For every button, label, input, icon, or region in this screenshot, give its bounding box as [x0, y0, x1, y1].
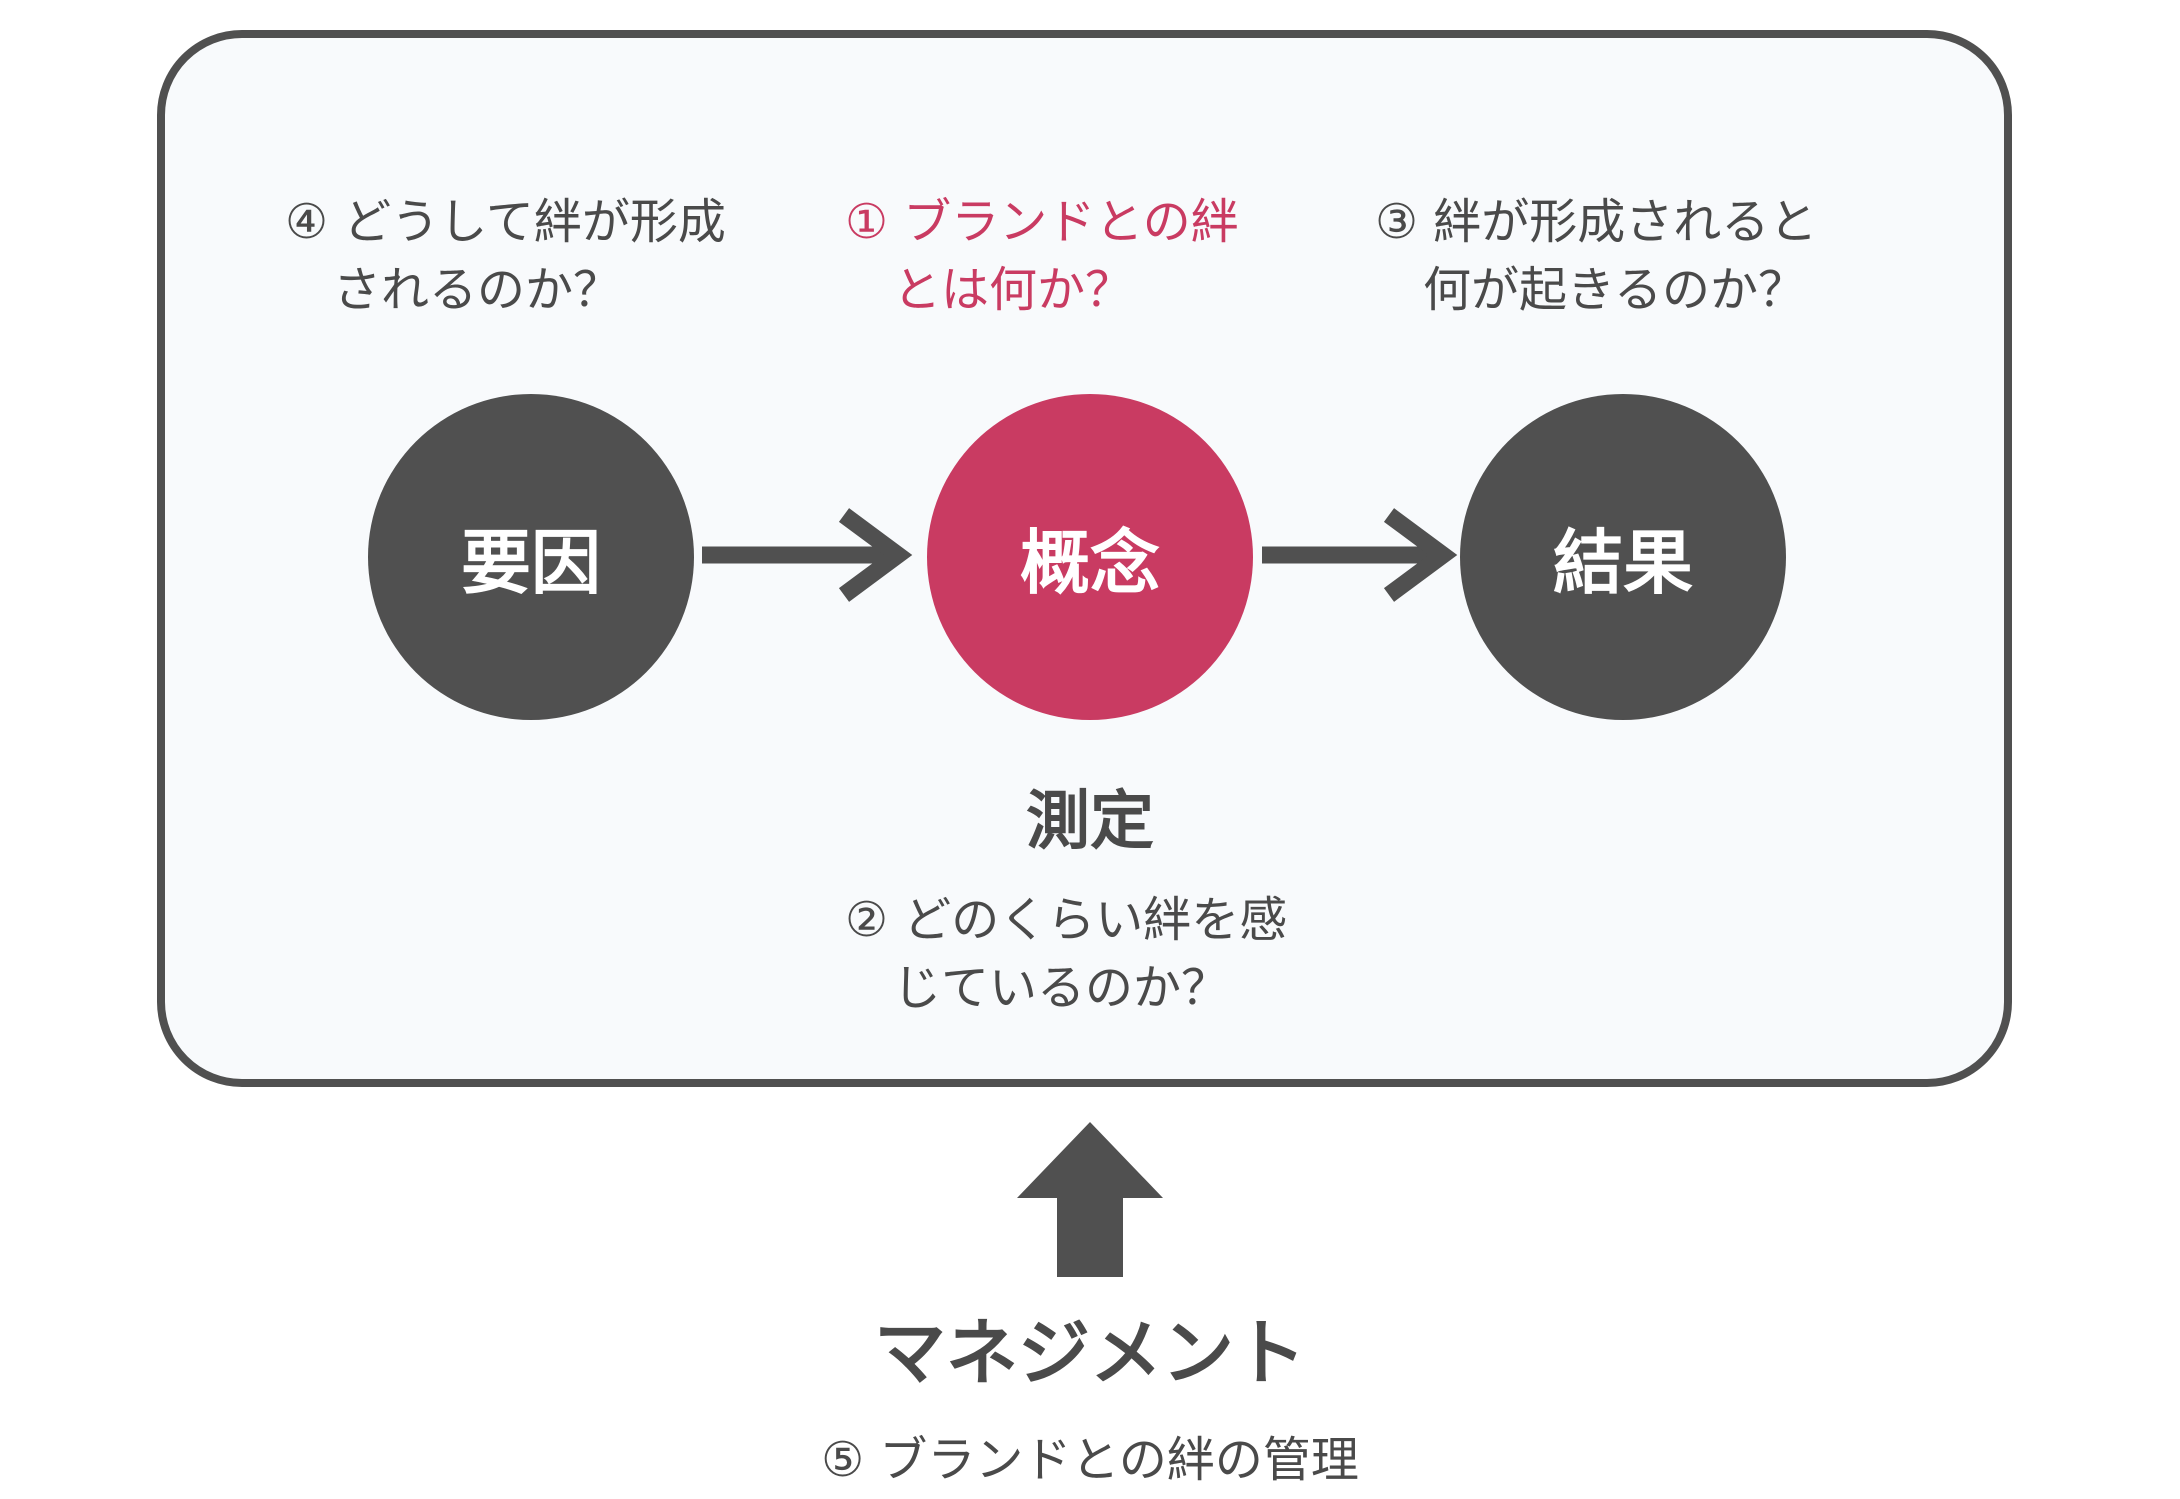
up-arrow-icon: [1017, 1122, 1163, 1277]
question-1: ① ブランドとの絆 とは何か？: [845, 194, 1239, 318]
question-2: ② どのくらい絆を感 じているのか？: [845, 892, 1288, 1016]
question-3: ③ 絆が形成されると 何が起きるのか？: [1375, 194, 1818, 318]
measurement-label: 測定: [1026, 785, 1154, 859]
node-result: 結果: [1460, 394, 1786, 720]
arrow-concept-to-result: [1262, 508, 1458, 602]
arrow-cause-to-concept: [702, 508, 913, 602]
node-cause: 要因: [368, 394, 694, 720]
question-4: ④ どうして絆が形成 されるのか？: [285, 194, 726, 318]
management-note: ⑤ ブランドとの絆の管理: [821, 1432, 1359, 1488]
node-concept: 概念: [927, 394, 1253, 720]
management-label: マネジメント: [873, 1311, 1306, 1395]
